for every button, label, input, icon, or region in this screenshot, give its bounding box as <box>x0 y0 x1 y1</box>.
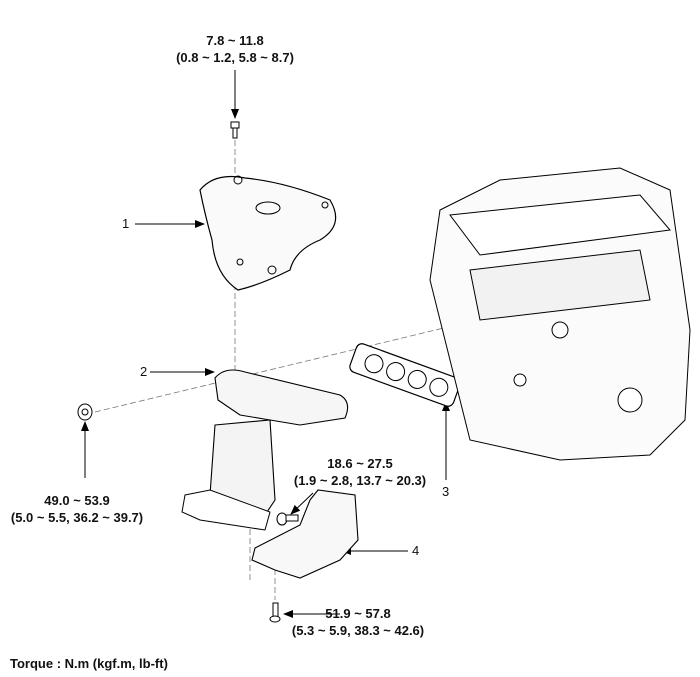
callout-2: 2 <box>140 364 148 379</box>
gasket <box>349 343 461 407</box>
bolt-bracket-lower <box>269 602 281 623</box>
bolt-bracket-upper <box>276 512 299 526</box>
bolt-top <box>230 121 240 139</box>
callout-1: 1 <box>122 216 130 231</box>
leader-bolt-upper <box>290 492 314 515</box>
torque-manifold-nut: 49.0 ~ 53.9(5.0 ~ 5.5, 36.2 ~ 39.7) <box>10 493 144 525</box>
torque-bracket-lower: 51.9 ~ 57.8(5.3 ~ 5.9, 38.3 ~ 42.6) <box>291 606 425 638</box>
callout-4: 4 <box>412 543 420 558</box>
exhaust-manifold <box>214 369 349 426</box>
torque-units-note: Torque : N.m (kgf.m, lb-ft) <box>10 656 168 671</box>
engine-block <box>429 167 691 461</box>
heat-protector <box>199 175 337 291</box>
torque-heat-protector: 7.8 ~ 11.8(0.8 ~ 1.2, 5.8 ~ 8.7) <box>176 33 294 65</box>
torque-bracket-upper: 18.6 ~ 27.5(1.9 ~ 2.8, 13.7 ~ 20.3) <box>293 456 427 488</box>
catalytic-converter <box>209 419 276 516</box>
nut <box>77 403 93 421</box>
bracket <box>251 489 359 579</box>
callout-3: 3 <box>442 484 450 499</box>
